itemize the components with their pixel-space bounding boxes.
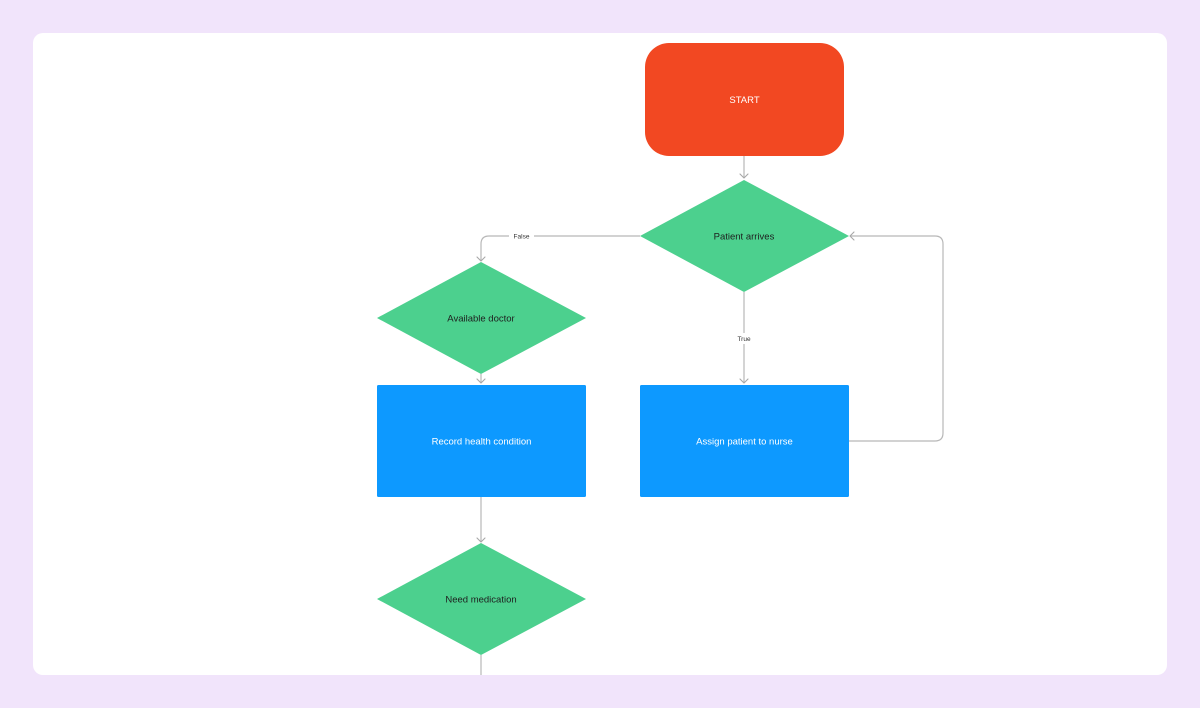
diagram-canvas[interactable]: False True xyxy=(33,33,1167,675)
true-label: True xyxy=(737,336,751,343)
false-label-bg xyxy=(509,231,534,241)
edge-doctor-to-record[interactable] xyxy=(476,374,486,384)
node-need-medication[interactable]: Need medication xyxy=(377,543,586,655)
edge-loop-back[interactable] xyxy=(848,231,944,442)
false-label: False xyxy=(514,234,530,241)
node-patient-arrives-label: Patient arrives xyxy=(714,232,775,243)
node-record-health[interactable]: Record health condition xyxy=(377,385,586,497)
edge-false-branch[interactable]: False xyxy=(476,231,640,262)
node-start-label: START xyxy=(729,95,759,106)
true-label-bg xyxy=(734,333,754,344)
node-assign-nurse[interactable]: Assign patient to nurse xyxy=(640,385,849,497)
edge-start-to-patient-arrives[interactable] xyxy=(739,156,749,179)
edge-true-branch[interactable]: True xyxy=(734,292,754,384)
flowchart: False True xyxy=(377,43,944,675)
node-record-health-label: Record health condition xyxy=(432,437,532,448)
edge-record-to-medication[interactable] xyxy=(476,497,486,543)
node-available-doctor-label: Available doctor xyxy=(447,314,514,325)
node-assign-nurse-label: Assign patient to nurse xyxy=(696,437,793,448)
node-need-medication-label: Need medication xyxy=(445,595,516,606)
node-start[interactable]: START xyxy=(645,43,844,156)
node-available-doctor[interactable]: Available doctor xyxy=(377,262,586,374)
node-patient-arrives[interactable]: Patient arrives xyxy=(640,180,849,292)
